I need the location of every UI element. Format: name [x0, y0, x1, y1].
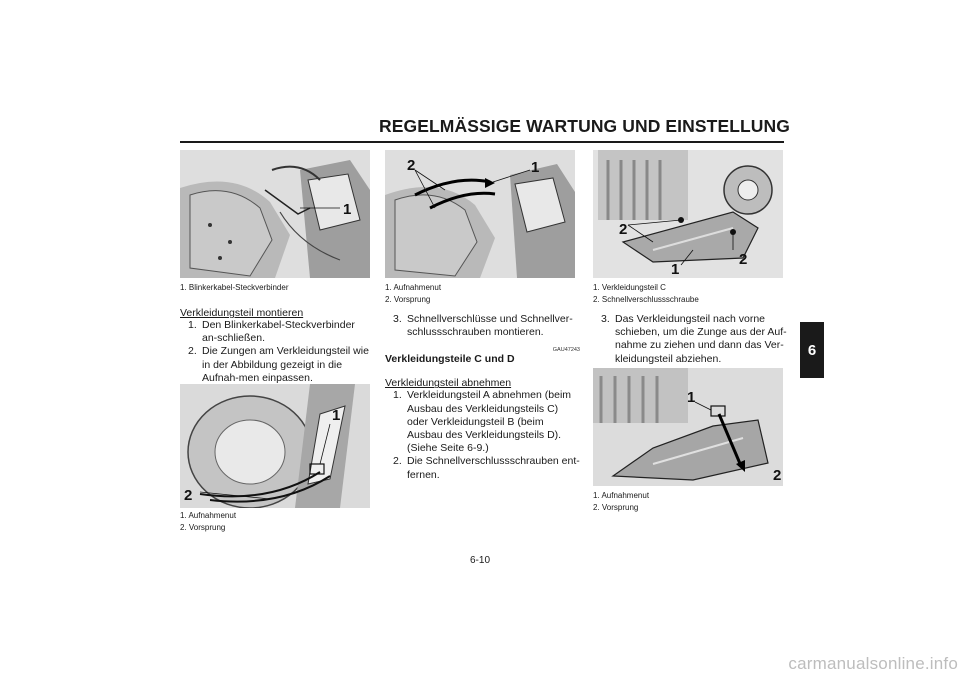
- callout-2: 2: [739, 251, 747, 268]
- caption-line: 1. Aufnahmenut: [180, 511, 237, 520]
- figure-caption: 1. Blinkerkabel-Steckverbinder: [180, 282, 370, 294]
- section-subheading: Verkleidungsteile C und D: [385, 353, 515, 366]
- page-number: 6-10: [469, 555, 490, 566]
- caption-line: 2. Schnellverschlussschraube: [593, 295, 699, 304]
- callout-1: 1: [531, 159, 539, 176]
- step-item: 1. Den Blinkerkabel-Steckverbinder an-sc…: [180, 319, 370, 345]
- figure-groove-and-tab-c: 1 2: [593, 368, 783, 486]
- section-heading: Verkleidungsteil montieren: [180, 307, 304, 319]
- step-text: Den Blinkerkabel-Steckverbinder an-schli…: [202, 319, 355, 345]
- figure-caption: 1. Aufnahmenut 2. Vorsprung: [593, 490, 783, 514]
- callout-1: 1: [332, 407, 340, 424]
- caption-line: 1. Blinkerkabel-Steckverbinder: [180, 283, 289, 292]
- figure-caption: 1. Verkleidungsteil C 2. Schnellverschlu…: [593, 282, 783, 306]
- figure-turn-signal-connector: 1: [180, 150, 370, 278]
- caption-line: 1. Aufnahmenut: [385, 283, 442, 292]
- instruction-block: 3. Schnellverschlüsse und Schnellver-sch…: [385, 313, 580, 482]
- page-title: REGELMÄSSIGE WARTUNG UND EINSTELLUNG: [379, 116, 790, 136]
- step-item: 2. Die Schnellverschlussschrauben ent-fe…: [385, 455, 580, 481]
- caption-line: 2. Vorsprung: [180, 523, 226, 532]
- figure-receiving-groove: 1 2: [180, 384, 370, 508]
- chapter-tab: 6: [800, 322, 824, 378]
- step-number: 3.: [601, 313, 610, 325]
- step-number: 2.: [188, 345, 197, 358]
- title-divider: [180, 141, 784, 143]
- caption-line: 1. Aufnahmenut: [593, 491, 650, 500]
- caption-line: 2. Vorsprung: [385, 295, 431, 304]
- step-item: 2. Die Zungen am Verkleidungsteil wie in…: [180, 345, 370, 385]
- step-number: 3.: [393, 313, 402, 325]
- step-text: Das Verkleidungsteil nach vorne schieben…: [615, 313, 787, 365]
- step-text: Die Zungen am Verkleidungsteil wie in de…: [202, 345, 369, 384]
- instruction-block: Verkleidungsteil montieren 1. Den Blinke…: [180, 307, 370, 385]
- callout-2: 2: [184, 487, 192, 504]
- figure-groove-and-tab: 2 1: [385, 150, 575, 278]
- step-text: Verkleidungsteil A abnehmen (beim Ausbau…: [407, 389, 572, 455]
- step-number: 1.: [393, 389, 402, 402]
- figure-cowling-c: 2 1 2: [593, 150, 783, 278]
- step-number: 2.: [393, 455, 402, 468]
- step-number: 1.: [188, 319, 197, 331]
- section-heading: Verkleidungsteil abnehmen: [385, 377, 512, 390]
- step-text: Die Schnellverschlussschrauben ent-ferne…: [407, 455, 580, 481]
- step-item: 3. Das Verkleidungsteil nach vorne schie…: [593, 313, 788, 366]
- figure-caption: 1. Aufnahmenut 2. Vorsprung: [180, 510, 370, 534]
- watermark: carmanualsonline.info: [788, 654, 958, 673]
- callout-2: 2: [619, 221, 627, 238]
- caption-line: 2. Vorsprung: [593, 503, 639, 512]
- callout-1: 1: [687, 389, 695, 406]
- callout-2: 2: [407, 157, 415, 174]
- caption-line: 1. Verkleidungsteil C: [593, 283, 666, 292]
- figure-caption: 1. Aufnahmenut 2. Vorsprung: [385, 282, 575, 306]
- callout-1: 1: [343, 201, 351, 218]
- step-text: Schnellverschlüsse und Schnellver-schlus…: [407, 313, 573, 339]
- callout-2: 2: [773, 467, 781, 484]
- reference-code: GAU47243: [552, 347, 580, 354]
- instruction-block: 3. Das Verkleidungsteil nach vorne schie…: [593, 313, 788, 366]
- callout-1: 1: [671, 261, 679, 278]
- step-item: 3. Schnellverschlüsse und Schnellver-sch…: [385, 313, 580, 339]
- step-item: 1. Verkleidungsteil A abnehmen (beim Aus…: [385, 389, 580, 455]
